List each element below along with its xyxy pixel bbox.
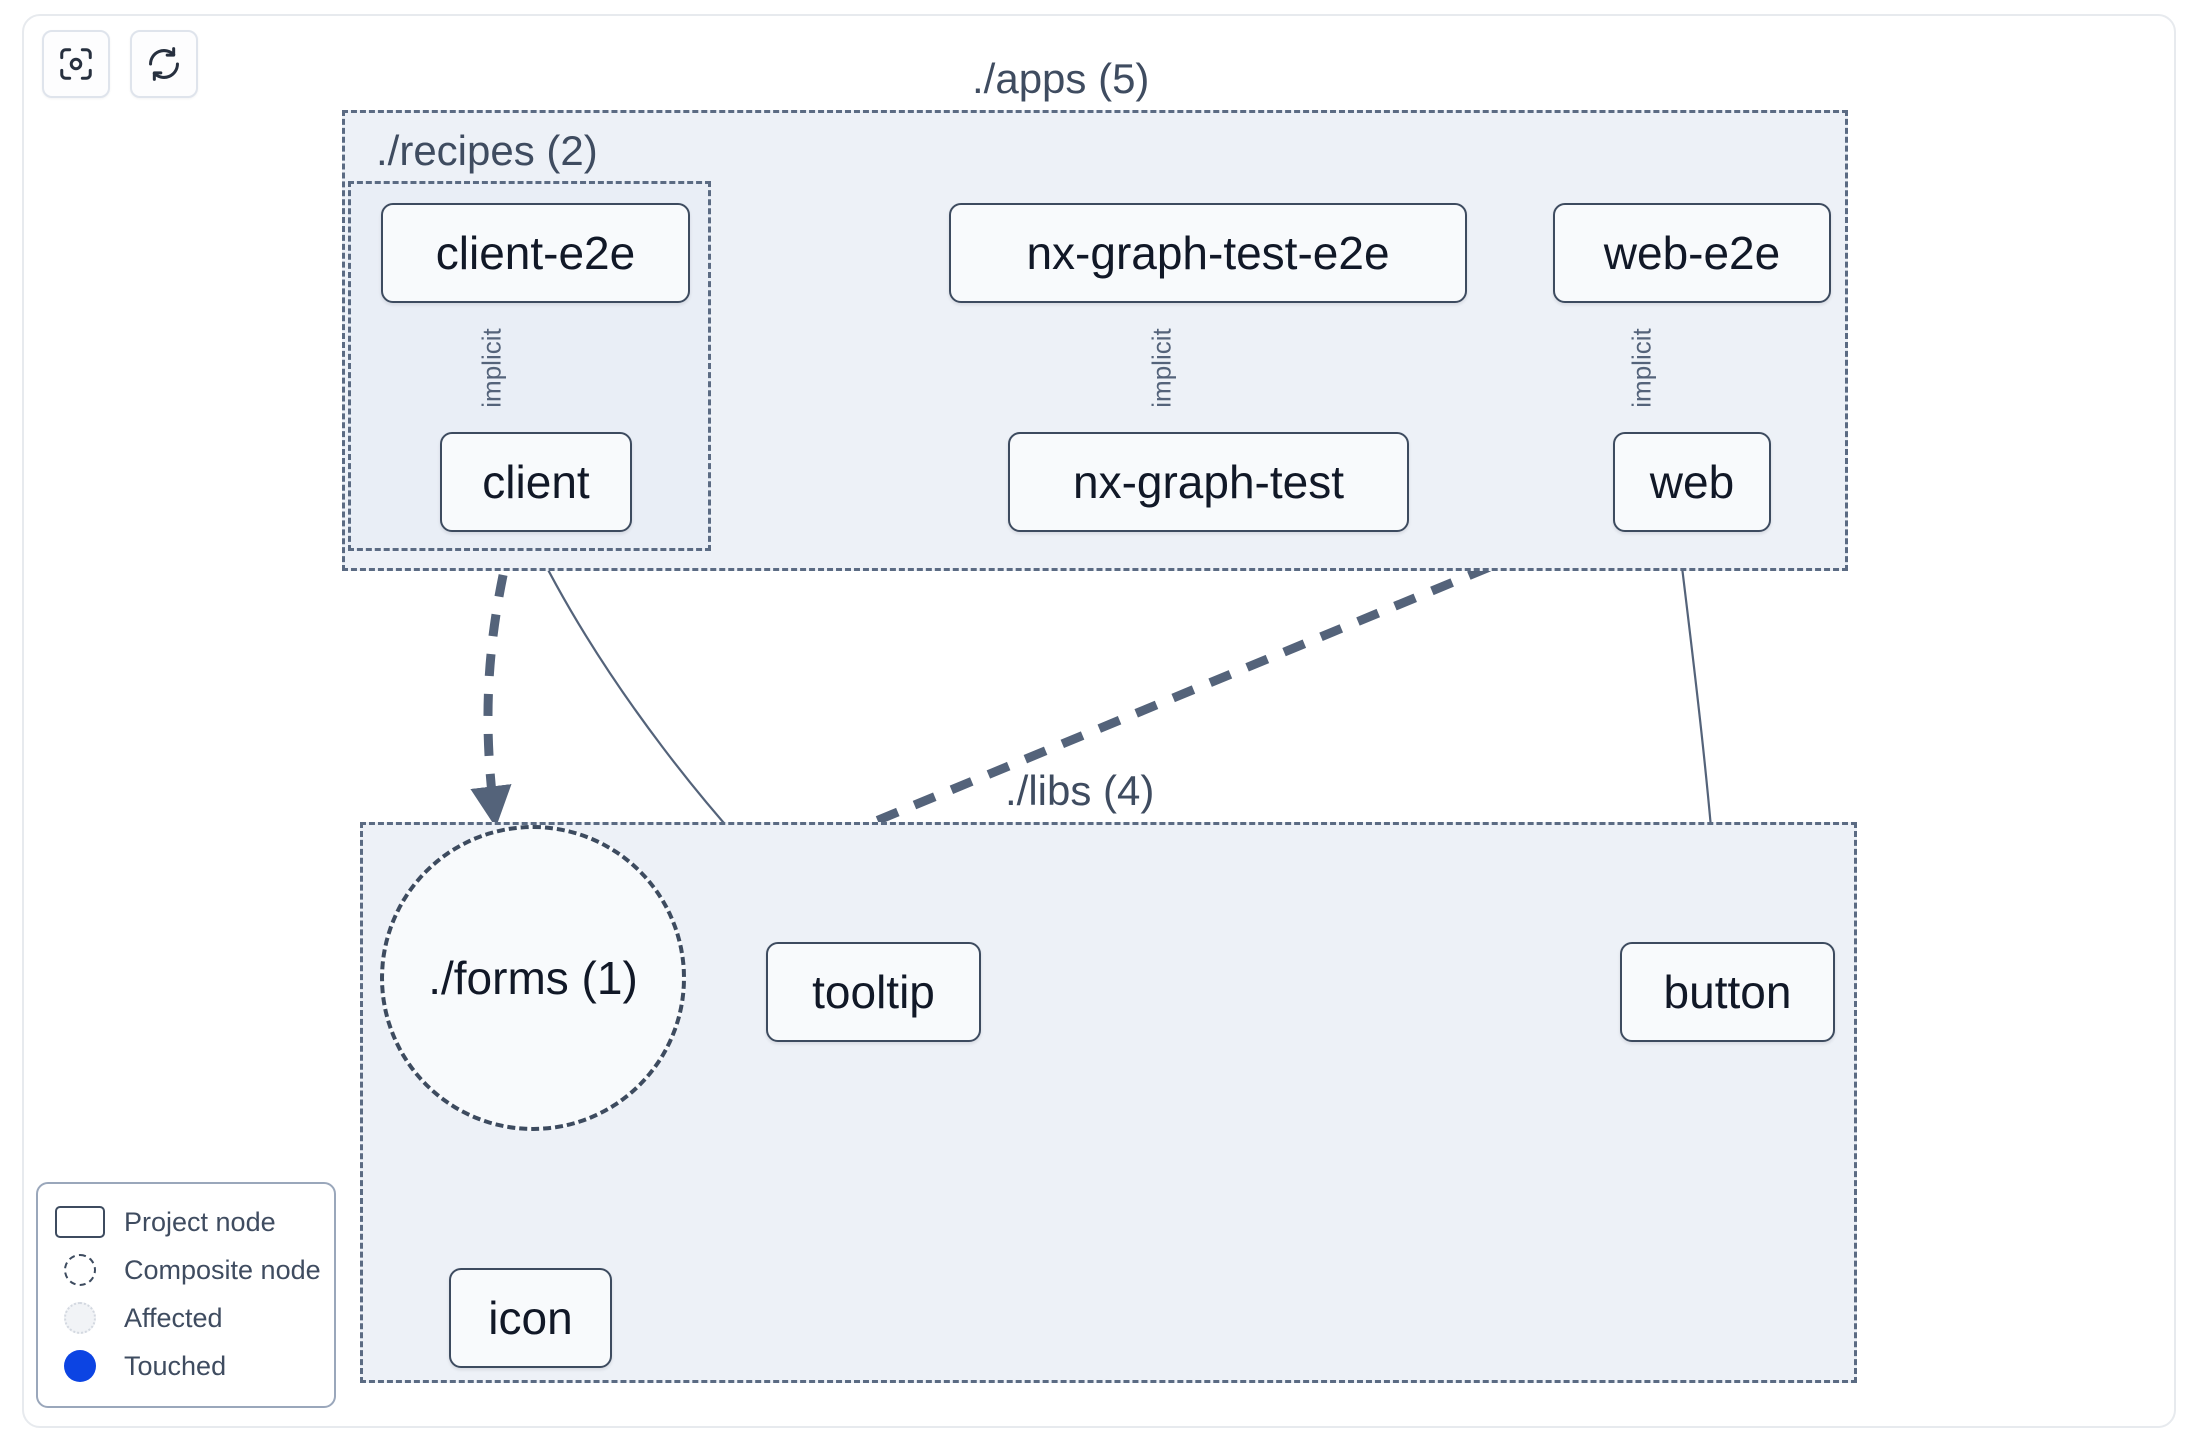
graph-legend: Project node Composite node Affected Tou…: [36, 1182, 336, 1408]
node-label: nx-graph-test-e2e: [1026, 227, 1390, 279]
node-web[interactable]: web: [1613, 432, 1771, 532]
node-forms-composite[interactable]: ./forms (1): [380, 825, 686, 1131]
group-label-apps: ./apps (5): [972, 55, 1150, 102]
node-client[interactable]: client: [440, 432, 632, 532]
refresh-icon: [145, 45, 183, 83]
edge-label-nx-graph-test-e2e-nx-graph-test: implicit: [1146, 328, 1177, 408]
legend-item-affected: Affected: [54, 1294, 318, 1342]
edge-label-web-e2e-web: implicit: [1626, 328, 1657, 408]
legend-label: Composite node: [124, 1254, 321, 1285]
legend-label: Touched: [124, 1350, 227, 1381]
legend-item-project-node: Project node: [54, 1198, 318, 1246]
group-label-recipes: ./recipes (2): [376, 127, 598, 174]
node-label: client-e2e: [435, 227, 636, 279]
affected-swatch-icon: [54, 1301, 106, 1335]
node-label: client: [482, 456, 590, 508]
focus-target-icon: [57, 45, 95, 83]
node-label: ./forms (1): [428, 952, 638, 1004]
legend-item-composite-node: Composite node: [54, 1246, 321, 1294]
node-label: nx-graph-test: [1072, 456, 1344, 508]
node-label: button: [1663, 966, 1792, 1018]
node-label: web: [1649, 456, 1735, 508]
legend-label: Project node: [124, 1206, 276, 1237]
focus-graph-button[interactable]: [42, 30, 110, 98]
node-label: icon: [488, 1292, 573, 1344]
node-web-e2e[interactable]: web-e2e: [1553, 203, 1831, 303]
node-nx-graph-test-e2e[interactable]: nx-graph-test-e2e: [949, 203, 1467, 303]
legend-label: Affected: [124, 1302, 223, 1333]
node-label: web-e2e: [1603, 227, 1781, 279]
node-icon[interactable]: icon: [449, 1268, 612, 1368]
node-label: tooltip: [812, 966, 935, 1018]
node-tooltip[interactable]: tooltip: [766, 942, 981, 1042]
edge-label-client-e2e-client: implicit: [476, 328, 507, 408]
project-node-swatch-icon: [54, 1205, 106, 1239]
touched-swatch-icon: [54, 1349, 106, 1383]
composite-node-swatch-icon: [54, 1253, 106, 1287]
graph-toolbar: [42, 30, 198, 98]
refresh-graph-button[interactable]: [130, 30, 198, 98]
node-nx-graph-test[interactable]: nx-graph-test: [1008, 432, 1409, 532]
node-button[interactable]: button: [1620, 942, 1835, 1042]
node-client-e2e[interactable]: client-e2e: [381, 203, 690, 303]
legend-item-touched: Touched: [54, 1342, 318, 1390]
edge-client-to-forms: [470, 534, 517, 828]
group-label-libs: ./libs (4): [1005, 767, 1155, 814]
